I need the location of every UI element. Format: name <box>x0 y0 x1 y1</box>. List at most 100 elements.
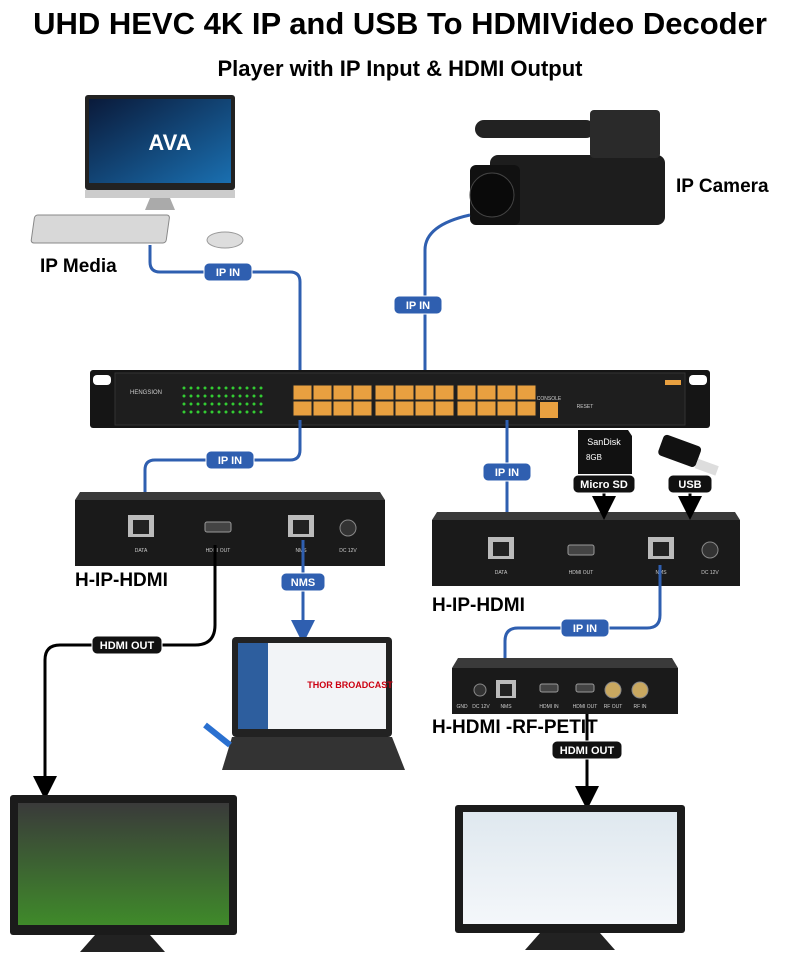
pill-ip-in-decoder-right-text: IP IN <box>495 467 519 479</box>
status-led <box>259 410 263 414</box>
title-line2: Player with IP Input & HDMI Output <box>217 56 583 81</box>
pill-hdmi-out-right: HDMI OUT <box>551 740 623 760</box>
pill-nms-text: NMS <box>291 577 315 589</box>
ethernet-port <box>476 400 497 417</box>
status-led <box>224 402 228 406</box>
modulator-label: H-HDMI -RF-PETIT <box>432 717 598 738</box>
status-led <box>252 386 256 390</box>
status-led <box>252 410 256 414</box>
status-led <box>245 410 249 414</box>
ethernet-port <box>496 400 517 417</box>
pill-ip-in-modulator-text: IP IN <box>573 623 597 635</box>
decoder-left-label: H-IP-HDMI <box>75 570 168 591</box>
pill-micro-sd: Micro SD <box>572 474 636 494</box>
desktop-computer: AVA <box>30 95 244 249</box>
status-led <box>217 410 221 414</box>
title-line1: UHD HEVC 4K IP and USB To HDMIVideo Deco… <box>33 6 767 41</box>
ethernet-port <box>434 384 455 401</box>
status-led <box>196 394 200 398</box>
pill-ip-in-camera: IP IN <box>393 295 443 315</box>
reset-label: RESET <box>577 404 594 410</box>
status-led <box>210 402 214 406</box>
ethernet-port <box>332 384 353 401</box>
status-led <box>231 394 235 398</box>
status-led <box>189 386 193 390</box>
ethernet-port <box>476 384 497 401</box>
rf-modulator: GND DC 12V NMS HDMI IN HDMI OUT RF OUT R… <box>452 658 678 714</box>
status-led <box>189 394 193 398</box>
port-dc: DC 12V <box>701 570 719 576</box>
ethernet-port <box>394 384 415 401</box>
thor-logo: THOR BROADCAST <box>307 680 393 690</box>
pill-hdmi-out-right-text: HDMI OUT <box>560 745 615 757</box>
status-led <box>238 386 242 390</box>
decoder-right: DATA HDMI OUT NMS DC 12V <box>432 512 740 586</box>
status-led <box>231 402 235 406</box>
ip-camera-label: IP Camera <box>676 176 769 197</box>
ethernet-port <box>332 400 353 417</box>
ethernet-port <box>312 400 333 417</box>
status-led <box>245 386 249 390</box>
port-dc: DC 12V <box>472 704 490 710</box>
ip-camera <box>469 110 665 225</box>
pill-ip-in-decoder-left: IP IN <box>205 450 255 470</box>
status-led <box>224 410 228 414</box>
status-led <box>231 410 235 414</box>
status-led <box>238 402 242 406</box>
pill-hdmi-out-left: HDMI OUT <box>91 635 163 655</box>
ethernet-port <box>434 400 455 417</box>
ethernet-port <box>292 384 313 401</box>
status-led <box>252 394 256 398</box>
status-led <box>224 394 228 398</box>
pill-usb-text: USB <box>678 479 701 491</box>
status-led <box>182 394 186 398</box>
status-led <box>224 386 228 390</box>
tv-left <box>10 795 237 952</box>
ethernet-port <box>292 400 313 417</box>
pill-ip-in-media: IP IN <box>203 262 253 282</box>
ethernet-port <box>456 400 477 417</box>
port-hdmi-out: HDMI OUT <box>573 704 598 710</box>
port-data: DATA <box>135 548 148 554</box>
status-led <box>203 402 207 406</box>
pill-ip-in-modulator: IP IN <box>560 618 610 638</box>
ethernet-port <box>374 384 395 401</box>
status-led <box>245 394 249 398</box>
status-led <box>189 402 193 406</box>
status-led <box>196 410 200 414</box>
pill-usb: USB <box>667 474 713 494</box>
port-hdmi-out: HDMI OUT <box>206 548 231 554</box>
decoder-right-label: H-IP-HDMI <box>432 595 525 616</box>
status-led <box>259 402 263 406</box>
switch-brand: HENGSION <box>130 390 162 396</box>
ip-media-label: IP Media <box>40 256 117 277</box>
status-led <box>203 394 207 398</box>
pill-hdmi-out-left-text: HDMI OUT <box>100 640 155 652</box>
link-camera-to-switch <box>413 213 471 397</box>
status-led <box>196 402 200 406</box>
status-led <box>217 402 221 406</box>
status-led <box>238 410 242 414</box>
micro-sd-card: SanDisk 8GB <box>578 430 632 474</box>
status-led <box>210 386 214 390</box>
ethernet-port <box>312 384 333 401</box>
status-led <box>182 386 186 390</box>
port-data: DATA <box>495 570 508 576</box>
ethernet-port <box>516 384 537 401</box>
status-led <box>217 386 221 390</box>
decoder-left: DATA HDMI OUT NMS DC 12V <box>75 492 385 566</box>
pill-nms: NMS <box>280 572 326 592</box>
tv-right <box>455 805 685 950</box>
port-dc: DC 12V <box>339 548 357 554</box>
port-nms: NMS <box>295 548 307 554</box>
pill-ip-in-camera-text: IP IN <box>406 300 430 312</box>
status-led <box>196 386 200 390</box>
usb-drive <box>658 434 719 476</box>
ethernet-port <box>374 400 395 417</box>
ethernet-port <box>516 400 537 417</box>
status-led <box>203 410 207 414</box>
status-led <box>203 386 207 390</box>
ethernet-port <box>456 384 477 401</box>
ethernet-port <box>496 384 517 401</box>
status-led <box>252 402 256 406</box>
